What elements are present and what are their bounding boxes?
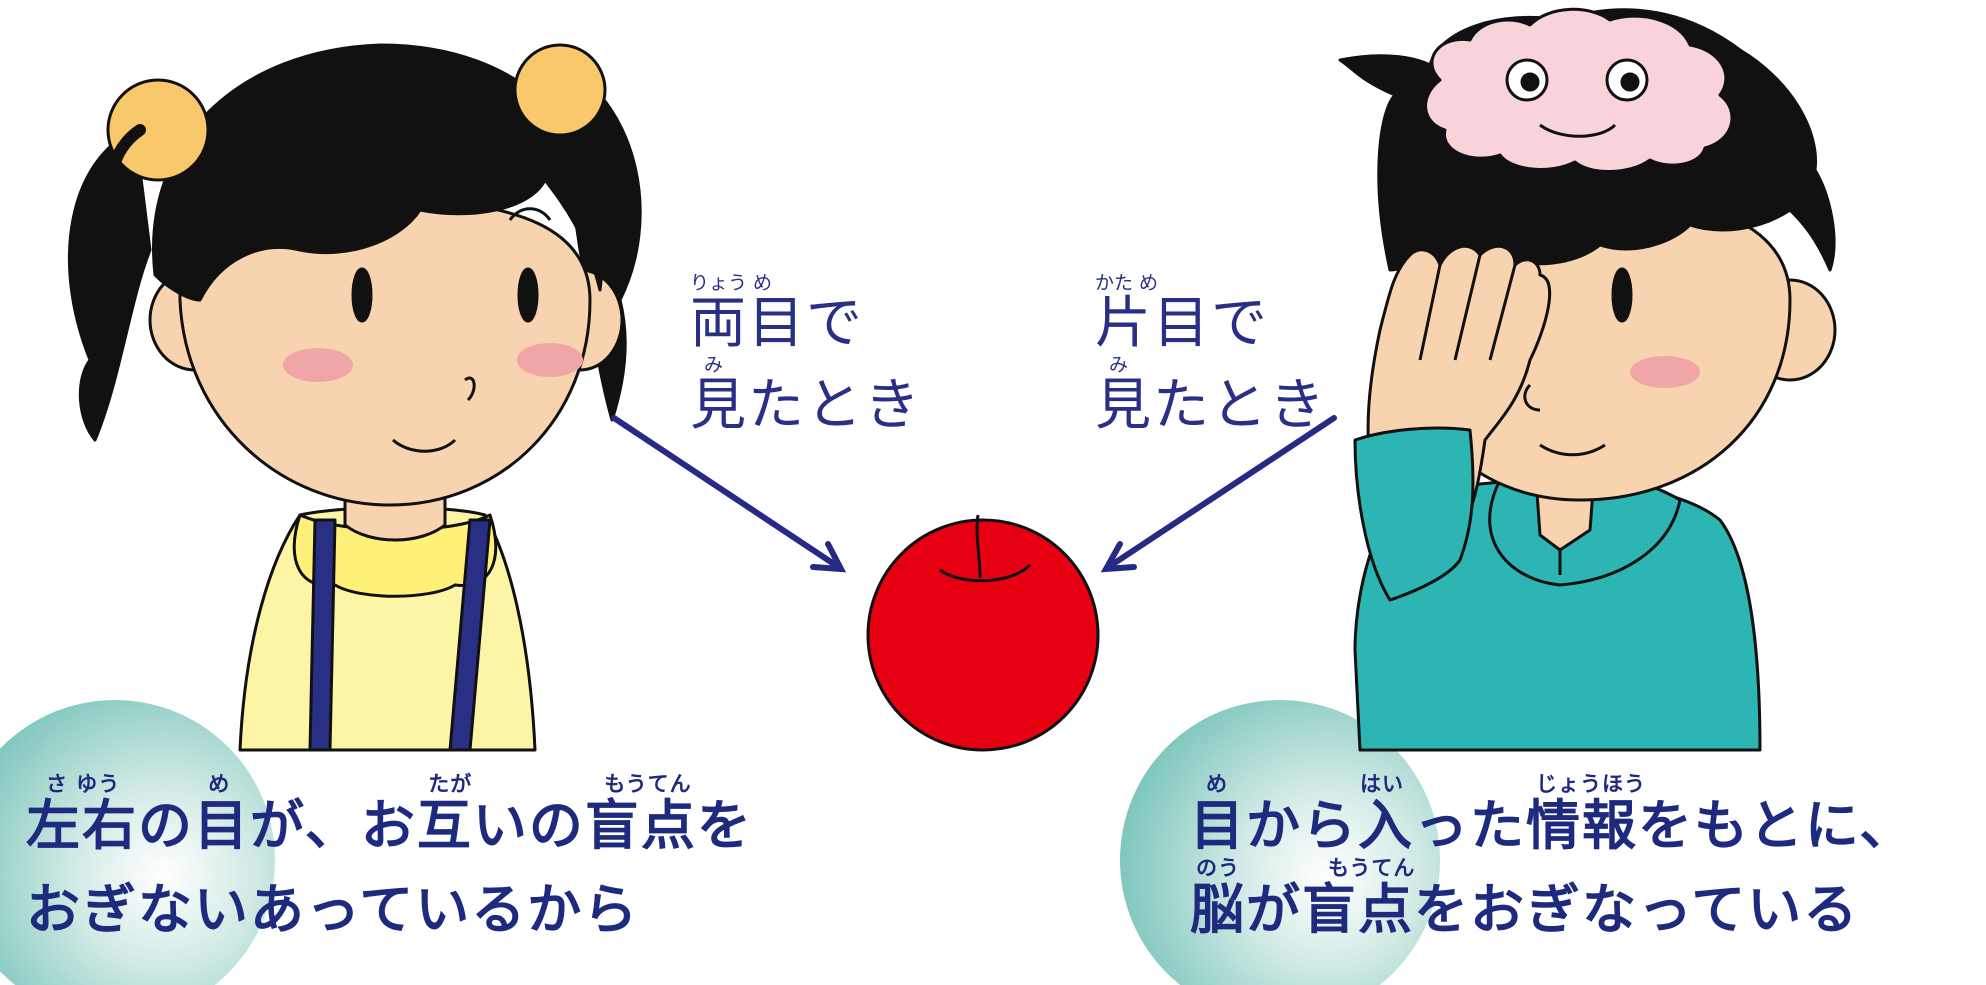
boy-figure [1338,7,1837,752]
right-label-line-1: 片目で [1095,291,1269,356]
left-caption-line-2: おぎないあっているから [26,878,640,941]
left-caption: さ ゆう め たが もうてん 左右の目が、お互いの盲点を おぎないあっているから [26,772,753,940]
left-caption-spacer [26,856,753,880]
caption-bg-circle-left [0,700,275,985]
right-caption: め はい じょうほう 目から入った情報をもとに、 のう もうてん 脳が盲点をおぎ… [1190,772,1915,940]
left-label: りょう め 両目で み 見たとき [690,272,922,436]
brain-icon [1424,7,1734,173]
left-label-line-2: 見たとき [690,373,922,438]
caption-bg-circle-right [1120,700,1440,985]
right-caption-ruby-2: のう もうてん [1196,856,1416,880]
right-label-line-2: 見たとき [1095,373,1327,438]
right-label-ruby-2: み [1109,354,1129,376]
right-caption-ruby-1: め はい じょうほう [1206,772,1646,796]
left-caption-ruby: さ ゆう め たが もうてん [46,772,692,796]
left-label-ruby-1: りょう め [690,272,773,294]
left-label-ruby-2: み [704,354,724,376]
apple-icon [866,514,1100,752]
right-label-ruby-1: かた め [1095,272,1159,294]
left-caption-line-1: 左右の目が、お互いの盲点を [26,794,753,857]
right-caption-line-2: 脳が盲点をおぎなっている [1190,878,1860,941]
left-label-line-1: 両目で [690,291,864,356]
girl-figure [67,43,642,752]
right-label: かた め 片目で み 見たとき [1095,272,1327,436]
arrow-icon [611,415,1337,573]
right-caption-line-1: 目から入った情報をもとに、 [1190,794,1916,857]
